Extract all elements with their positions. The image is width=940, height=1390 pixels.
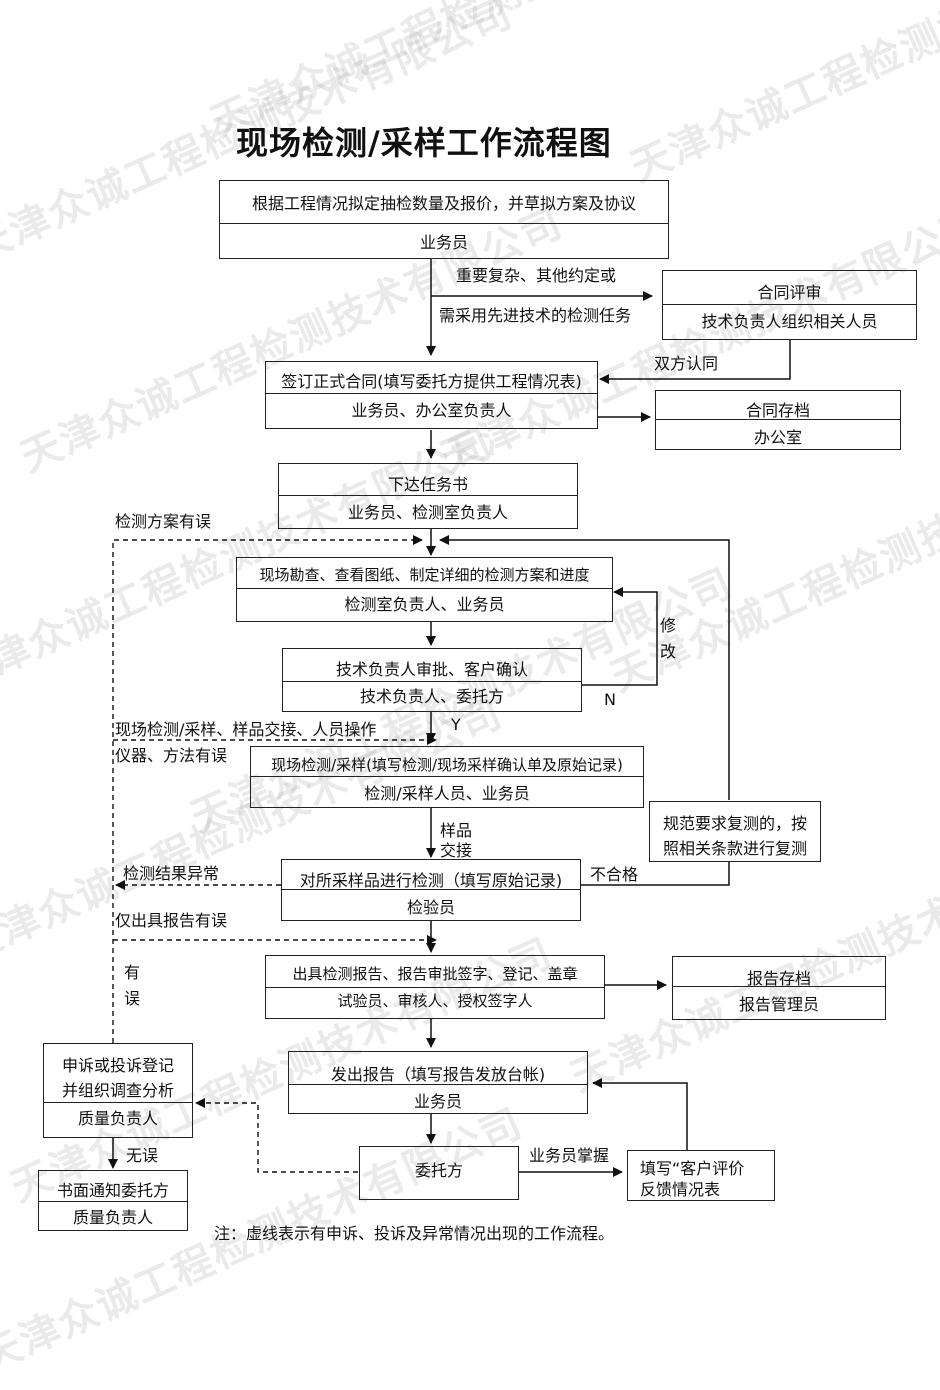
label-unqualified: 不合格	[590, 865, 639, 884]
report-archive-box: 报告存档 报告管理员	[672, 956, 886, 1020]
label-has-1: 有	[124, 963, 141, 982]
label-no: N	[604, 690, 616, 709]
box-line2-text: 反馈情况表	[640, 1180, 721, 1199]
page-title: 现场检测/采样工作流程图	[236, 124, 612, 162]
box-role-text: 质量负责人	[72, 1208, 153, 1227]
box-line2-text: 照相关条款进行复测	[662, 839, 807, 858]
label-complex-line1: 重要复杂、其他约定或	[456, 266, 617, 285]
complaint-box: 申诉或投诉登记 并组织调查分析 质量负责人	[43, 1043, 193, 1138]
sign-contract-box: 签订正式合同(填写委托方提供工程情况表) 业务员、办公室负责人	[265, 361, 598, 429]
label-has-2: 误	[124, 989, 141, 1008]
box-main-text: 现场检测/采样(填写检测/现场采样确认单及原始记录)	[271, 756, 623, 774]
label-report-error: 仅出具报告有误	[115, 911, 228, 930]
box-divider	[279, 495, 577, 496]
box-line1-text: 申诉或投诉登记	[61, 1056, 174, 1075]
box-divider	[237, 588, 612, 589]
contract-review-box: 合同评审 技术负责人组织相关人员	[662, 270, 917, 340]
box-main-text: 根据工程情况拟定抽检数量及报价，并草拟方案及协议	[251, 194, 636, 213]
label-complex-line2: 需采用先进技术的检测任务	[439, 306, 632, 325]
label-modify-1: 修	[660, 616, 677, 635]
label-sample-2: 交接	[440, 841, 473, 860]
box-divider	[673, 986, 885, 987]
notify-client-box: 书面通知委托方 质量负责人	[38, 1170, 188, 1231]
box-divider	[663, 304, 916, 305]
retest-box: 规范要求复测的，按 照相关条款进行复测	[649, 801, 821, 862]
label-onsite-error-1: 现场检测/采样、样品交接、人员操作	[115, 720, 377, 739]
label-sales-grasp: 业务员掌握	[529, 1146, 610, 1165]
box-role-text: 业务员	[413, 1092, 462, 1111]
archive-contract-box: 合同存档 办公室	[655, 390, 901, 450]
box-main-text: 报告存档	[746, 969, 811, 988]
box-main-text: 对所采样品进行检测（填写原始记录)	[299, 871, 563, 890]
label-yes: Y	[451, 715, 461, 734]
box-role-text: 检测室负责人、业务员	[344, 595, 505, 614]
label-result-abnormal: 检测结果异常	[123, 864, 220, 883]
box-divider	[289, 1084, 587, 1085]
box-role-text: 试验员、审核人、授权签字人	[337, 992, 533, 1010]
arrow-unqualified	[581, 862, 730, 886]
box-main-text: 现场勘查、查看图纸、制定详细的检测方案和进度	[259, 566, 590, 584]
survey-box: 现场勘查、查看图纸、制定详细的检测方案和进度 检测室负责人、业务员	[236, 557, 613, 622]
box-divider	[283, 681, 581, 682]
box-role-text: 技术负责人、委托方	[359, 687, 504, 706]
box-role-text: 检验员	[406, 898, 455, 917]
box-divider	[656, 419, 900, 420]
box-main-text: 下达任务书	[387, 475, 468, 494]
box-line1-text: 填写“客户评价	[640, 1159, 745, 1178]
label-modify-2: 改	[660, 642, 677, 661]
box-main-text: 书面通知委托方	[56, 1181, 169, 1200]
label-onsite-error-2: 仪器、方法有误	[115, 746, 228, 765]
box-divider	[251, 776, 643, 777]
box-main-text: 合同存档	[745, 401, 810, 420]
box-divider	[282, 889, 580, 890]
label-both-agree: 双方认同	[654, 354, 719, 373]
box-role-text: 质量负责人	[77, 1109, 158, 1128]
arrow-retest-loop	[439, 535, 730, 800]
box-role-text: 检测/采样人员、业务员	[364, 784, 530, 803]
arrow-feedback-to-issue	[592, 1078, 688, 1150]
box-divider	[266, 393, 597, 394]
onsite-box: 现场检测/采样(填写检测/现场采样确认单及原始记录) 检测/采样人员、业务员	[250, 746, 644, 808]
box-role-text: 业务员、检测室负责人	[347, 503, 508, 522]
report-box: 出具检测报告、报告审批签字、登记、盖章 试验员、审核人、授权签字人	[265, 955, 605, 1019]
box-role-text: 报告管理员	[738, 995, 819, 1014]
issue-report-box: 发出报告（填写报告发放台帐) 业务员	[288, 1051, 588, 1114]
task-box: 下达任务书 业务员、检测室负责人	[278, 463, 578, 529]
box-main-text: 发出报告（填写报告发放台帐)	[330, 1065, 546, 1084]
box-role-text: 技术负责人组织相关人员	[701, 312, 878, 331]
footnote: 注：虚线表示有申诉、投诉及异常情况出现的工作流程。	[214, 1224, 615, 1243]
box-role-text: 业务员、办公室负责人	[351, 401, 512, 420]
box-divider	[220, 223, 668, 224]
box-divider	[266, 987, 604, 988]
dashed-client-complaint	[195, 1098, 358, 1173]
box-line1-text: 规范要求复测的，按	[662, 814, 807, 833]
lab-test-box: 对所采样品进行检测（填写原始记录) 检验员	[281, 859, 581, 921]
box-line2-text: 并组织调查分析	[61, 1081, 174, 1100]
feedback-box: 填写“客户评价 反馈情况表	[627, 1150, 775, 1201]
box-divider	[44, 1102, 192, 1103]
box-role-text: 业务员	[419, 233, 468, 252]
box-role-text: 办公室	[753, 428, 802, 447]
approval-box: 技术负责人审批、客户确认 技术负责人、委托方	[282, 648, 582, 712]
box-main-text: 委托方	[414, 1161, 463, 1180]
box-main-text: 出具检测报告、报告审批签字、登记、盖章	[292, 965, 578, 983]
quote-box: 根据工程情况拟定抽检数量及报价，并草拟方案及协议 业务员	[219, 180, 669, 259]
label-no-error: 无误	[126, 1146, 159, 1165]
arrow-approval-no	[582, 587, 658, 686]
label-plan-error: 检测方案有误	[115, 512, 212, 531]
box-main-text: 技术负责人审批、客户确认	[335, 660, 528, 679]
box-divider	[39, 1201, 187, 1202]
arrow-review-agree	[599, 340, 791, 384]
box-main-text: 签订正式合同(填写委托方提供工程情况表)	[281, 372, 582, 391]
label-sample-1: 样品	[440, 821, 473, 840]
client-box: 委托方	[359, 1146, 519, 1200]
box-main-text: 合同评审	[757, 283, 822, 302]
